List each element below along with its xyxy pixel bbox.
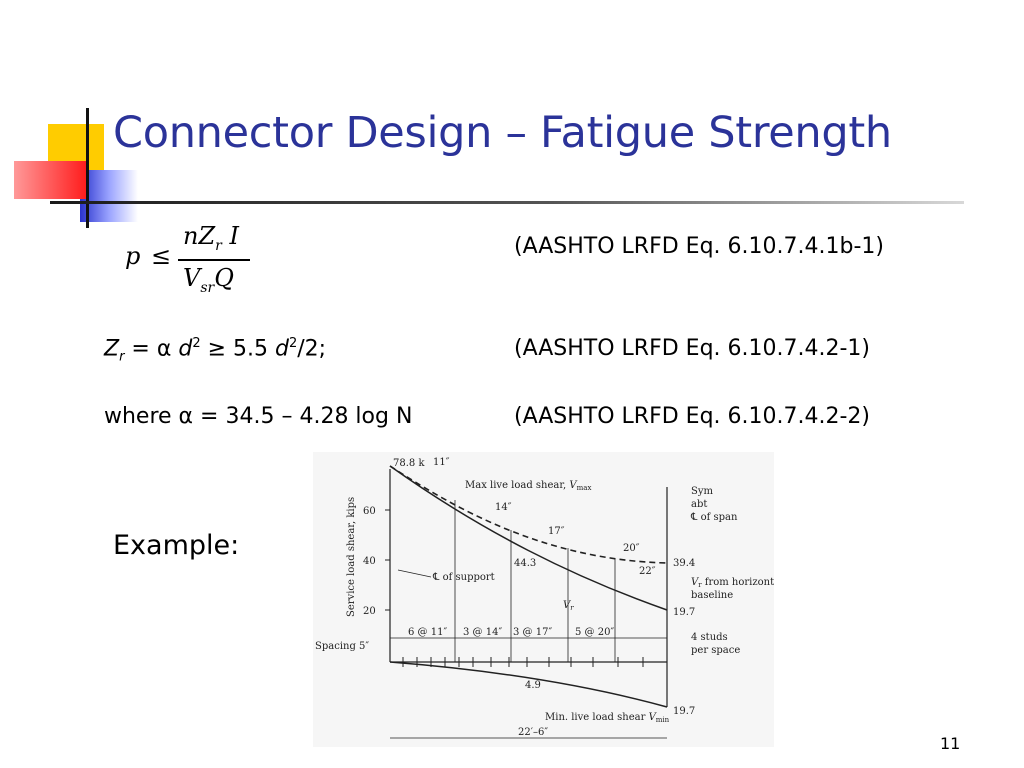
vmin-curve [389,661,668,708]
equation-alpha: where α = 34.5 – 4.28 log N [104,404,413,429]
shear-diagram-svg: 60 40 20 Service load shear, kips 6 @ 11… [315,457,783,739]
eq3-reference: (AASHTO LRFD Eq. 6.10.7.4.2-2) [514,404,871,429]
y-tick-label: 60 [363,506,376,517]
dim-label: 17″ [548,526,565,537]
segment-label: 6 @ 11″ [408,627,447,638]
eq1-denominator: VsrQ [183,264,234,296]
value-label: 44.3 [514,558,536,569]
segment-label: 5 @ 20″ [575,627,614,638]
value-label: 19.7 [673,706,695,717]
y-tick-label: 20 [363,606,376,617]
studs-label-2: per space [691,645,740,656]
equation-zr: Zr = α d2 ≥ 5.5 d2/2; [104,336,327,365]
value-label: 19.7 [673,607,695,618]
segment-drops [454,500,616,662]
value-label: 4.9 [525,680,541,691]
y-axis-label: Service load shear, kips [346,497,357,617]
eq1-numerator: nZr I [183,222,239,254]
slide-title: Connector Design – Fatigue Strength [113,108,892,158]
vmin-label: Min. live load shear Vmin [545,712,670,724]
dim-label: 14″ [495,502,512,513]
sym-label: Sym [691,486,714,497]
segment-label: 3 @ 14″ [463,627,502,638]
dim-label: 20″ [623,543,640,554]
value-label: 39.4 [673,558,695,569]
stud-ticks [402,657,644,667]
top-value-label: 78.8 k [393,458,425,469]
example-label: Example: [113,530,240,561]
decor-vertical-line [86,108,89,228]
vr-curve [389,465,668,611]
shear-diagram: 60 40 20 Service load shear, kips 6 @ 11… [313,452,783,747]
vmax-label: Max live load shear, Vmax [465,480,591,492]
dim-label: 11″ [433,457,450,468]
sym-label: ℄ of span [690,512,738,523]
decor-blue-block [80,170,138,222]
page-number: 11 [940,734,961,753]
support-label: ℄ of support [432,572,495,583]
decor-red-block [14,161,88,199]
spacing-label: Spacing 5″ [315,641,369,652]
vr-label: Vr [563,600,574,612]
eq1-reference: (AASHTO LRFD Eq. 6.10.7.4.1b-1) [514,234,884,259]
vr-baseline-label-2: baseline [691,590,733,601]
support-leader [397,569,432,578]
eq1-lhs: p [125,242,141,270]
dim-label: 22″ [639,566,656,577]
eq1-relation: ≤ [151,242,172,270]
title-divider [50,201,964,204]
total-length-label: 22′–6″ [518,727,548,738]
vr-baseline-label: Vr from horizontal [691,577,774,589]
eq1-fraction-bar [178,259,250,261]
studs-label: 4 studs [691,632,728,643]
sym-label: abt [691,499,707,510]
segment-label: 3 @ 17″ [513,627,552,638]
eq2-reference: (AASHTO LRFD Eq. 6.10.7.4.2-1) [514,336,871,361]
y-tick-label: 40 [363,556,376,567]
vmax-curve [389,465,668,564]
